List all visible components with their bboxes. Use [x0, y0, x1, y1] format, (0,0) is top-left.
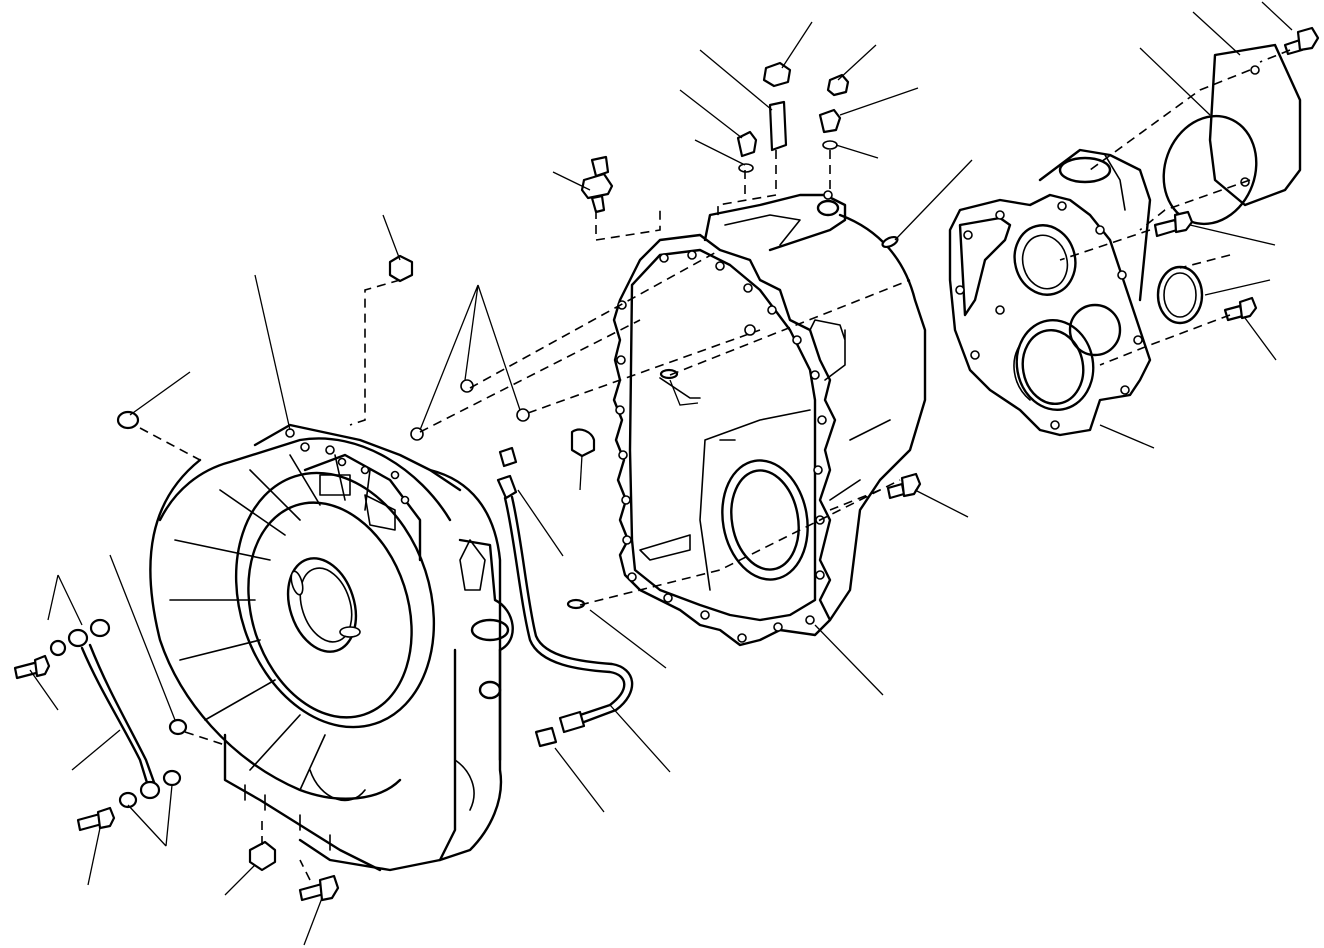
- back-plate: [1208, 43, 1302, 207]
- oil-seal: [1156, 265, 1204, 325]
- bolt-front-bottom: [298, 874, 340, 902]
- plug-left: [116, 410, 140, 430]
- bolt-center-case: [886, 472, 922, 500]
- dowel-pin: [881, 235, 899, 249]
- plug-center: [570, 428, 596, 458]
- small-o-ring: [460, 379, 474, 393]
- leader-lines: [29, 1, 1293, 946]
- assembly-lines: [139, 49, 1291, 881]
- plug-top: [762, 61, 792, 152]
- ground-strap: [13, 618, 182, 832]
- front-housing: [149, 423, 514, 872]
- small-o-ring: [516, 408, 530, 422]
- small-o-ring: [410, 427, 424, 441]
- center-case: [566, 190, 927, 647]
- bolt-back-plate: [1283, 26, 1320, 56]
- plug-bottom: [248, 840, 277, 872]
- bolt-rear-cover: [1153, 210, 1194, 238]
- rear-cover: [948, 148, 1152, 437]
- plug-valve: [736, 130, 758, 173]
- breather: [818, 73, 850, 150]
- plug-top-left: [388, 254, 414, 283]
- plug-left-lower: [168, 718, 188, 736]
- bolt-seal: [1223, 296, 1258, 322]
- pressure-switch: [580, 155, 614, 214]
- oil-pipe: [496, 446, 634, 748]
